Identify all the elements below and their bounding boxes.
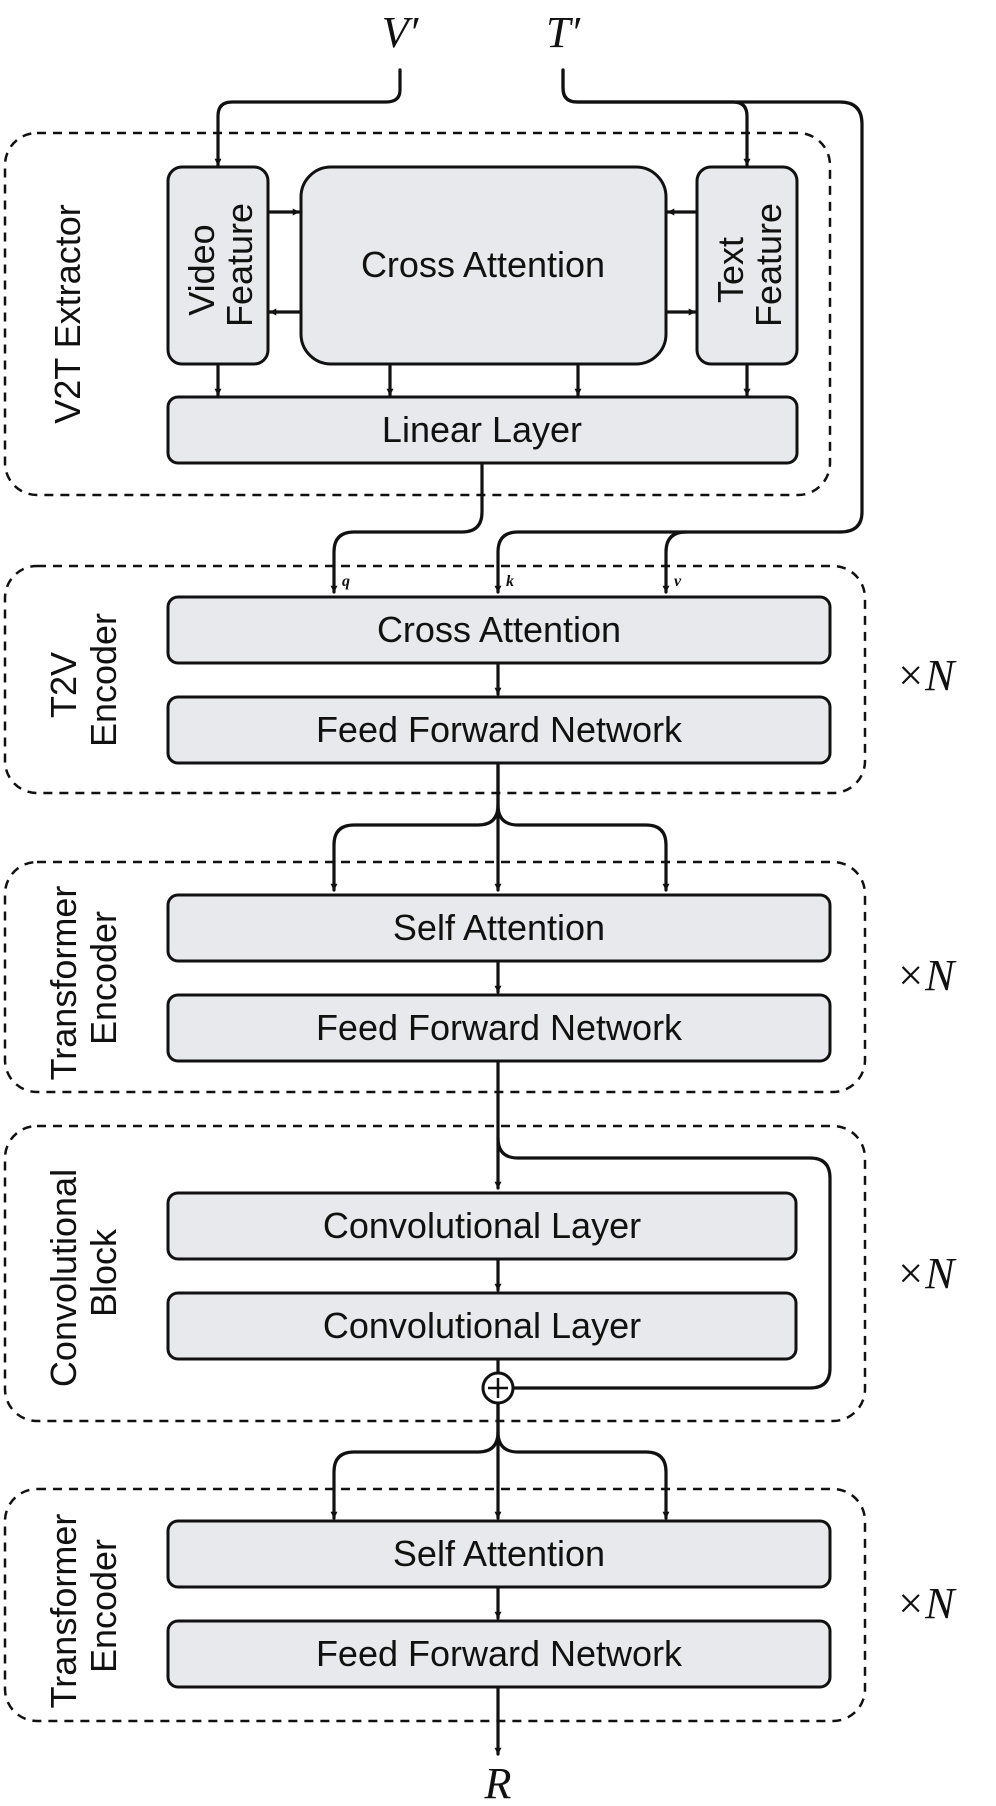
t2v-to-trans1-arrow-right xyxy=(496,803,670,892)
conv-layer-1-box xyxy=(166,1191,798,1261)
output-r-label: R xyxy=(484,1759,512,1806)
convolutional-block-group xyxy=(3,1124,867,1423)
t-to-k-arrow xyxy=(494,530,842,594)
residual-add-icon xyxy=(481,1371,515,1405)
t2v-repeat-label: ×N xyxy=(895,651,957,700)
transformer-encoder-2-label: Transformer Encoder xyxy=(43,1504,124,1709)
q-label: q xyxy=(342,573,350,590)
input-t-label: T′ xyxy=(546,8,581,57)
trans1-self-attention-label: Self Attention xyxy=(393,907,605,948)
t2v-ffn-label: Feed Forward Network xyxy=(316,709,683,750)
v2t-extractor-group xyxy=(3,131,832,497)
video-feature-label: Video Feature xyxy=(181,203,260,327)
t2v-cross-attention-box xyxy=(166,595,832,665)
t2v-ffn-box xyxy=(166,695,832,765)
t-bypass-wire xyxy=(561,68,864,534)
t2v-encoder-group xyxy=(3,564,867,795)
trans2-self-attention-label: Self Attention xyxy=(393,1533,605,1574)
t-to-v-arrow xyxy=(662,530,688,594)
trans2-ffn-label: Feed Forward Network xyxy=(316,1633,683,1674)
v-label: v xyxy=(674,573,682,590)
convolutional-block-label: Convolutional Block xyxy=(43,1159,124,1387)
linear-layer-box xyxy=(166,395,799,465)
trans2-repeat-label: ×N xyxy=(895,1579,957,1628)
trans1-ffn-box xyxy=(166,993,832,1063)
v2t-cross-attention-label: Cross Attention xyxy=(361,244,605,285)
linear-to-q-arrow xyxy=(330,463,484,594)
trans1-repeat-label: ×N xyxy=(895,951,957,1000)
conv-layer-2-label: Convolutional Layer xyxy=(323,1305,641,1346)
trans2-ffn-box xyxy=(166,1619,832,1689)
conv-layer-1-label: Convolutional Layer xyxy=(323,1205,641,1246)
v2t-extractor-label: V2T Extractor xyxy=(47,204,88,423)
conv-repeat-label: ×N xyxy=(895,1249,957,1298)
t2v-to-trans1-arrow-left xyxy=(330,763,500,892)
trans2-self-attention-box xyxy=(166,1519,832,1589)
t-input-arrow xyxy=(561,68,751,167)
residual-wire xyxy=(496,1136,832,1390)
k-label: k xyxy=(506,573,514,590)
text-feature-box xyxy=(695,165,799,366)
text-feature-label: Text Feature xyxy=(710,203,789,327)
transformer-encoder-1-group xyxy=(3,860,867,1094)
v2t-cross-attention-box xyxy=(299,165,668,366)
conv-to-trans2-arrow-right xyxy=(496,1430,670,1520)
v-input-arrow xyxy=(214,68,402,167)
t2v-encoder-label: T2V Encoder xyxy=(43,613,124,747)
t2v-cross-attention-label: Cross Attention xyxy=(377,609,621,650)
trans1-self-attention-box xyxy=(166,893,832,963)
input-v-label: V′ xyxy=(382,8,420,57)
trans1-ffn-label: Feed Forward Network xyxy=(316,1007,683,1048)
linear-layer-label: Linear Layer xyxy=(382,409,582,450)
transformer-encoder-1-label: Transformer Encoder xyxy=(43,876,124,1081)
transformer-encoder-2-group xyxy=(3,1487,867,1723)
conv-layer-2-box xyxy=(166,1291,798,1361)
video-feature-box xyxy=(166,165,270,366)
